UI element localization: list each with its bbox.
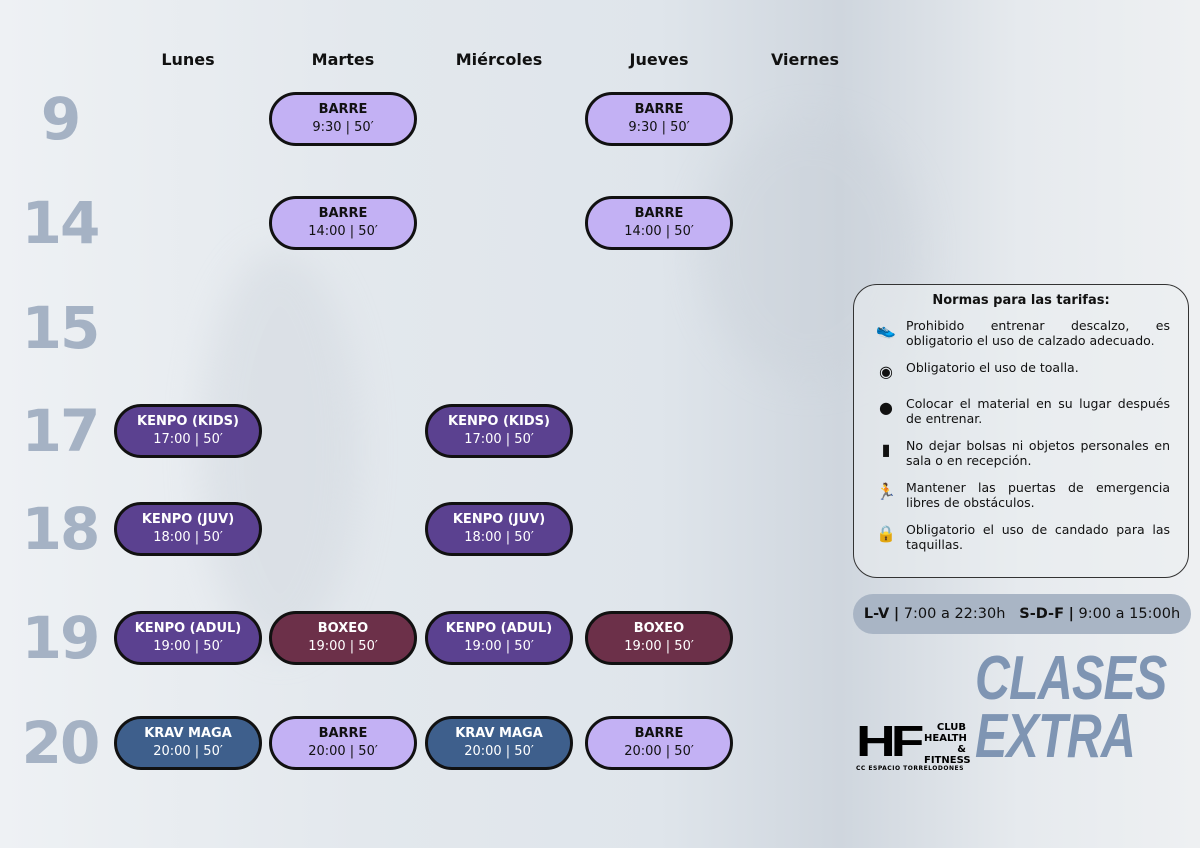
class-time: 9:30 | 50′ <box>628 120 690 135</box>
class-time: 18:00 | 50′ <box>464 530 534 545</box>
class-time: 17:00 | 50′ <box>464 432 534 447</box>
class-name: BARRE <box>634 206 684 221</box>
rule-item: ▮ No dejar bolsas ni objetos personales e… <box>874 438 1170 468</box>
weekdays-hours: 7:00 a 22:30h <box>903 606 1006 622</box>
club-logo: HF CLUB HEALTH & FITNESS CC ESPACIO TORR… <box>856 717 971 773</box>
rule-text: No dejar bolsas ni objetos personales en… <box>906 438 1170 468</box>
class-pill[interactable]: BARRE 20:00 | 50′ <box>269 716 417 770</box>
class-name: BARRE <box>318 102 368 117</box>
lock-icon: 🔒 <box>876 524 896 543</box>
class-pill[interactable]: BARRE 9:30 | 50′ <box>269 92 417 146</box>
class-name: BARRE <box>634 726 684 741</box>
class-pill[interactable]: BARRE 14:00 | 50′ <box>269 196 417 250</box>
rule-text: Obligatorio el uso de candado para las t… <box>906 522 1170 552</box>
rule-item: 🏃 Mantener las puertas de emergencia libr… <box>874 480 1170 510</box>
class-pill[interactable]: BOXEO 19:00 | 50′ <box>585 611 733 665</box>
class-time: 19:00 | 50′ <box>464 639 534 654</box>
class-time: 20:00 | 50′ <box>624 744 694 759</box>
hour-label: 14 <box>21 189 101 257</box>
class-pill[interactable]: KENPO (JUV) 18:00 | 50′ <box>114 502 262 556</box>
class-pill[interactable]: KRAV MAGA 20:00 | 50′ <box>114 716 262 770</box>
class-time: 14:00 | 50′ <box>624 224 694 239</box>
class-name: KRAV MAGA <box>455 726 543 741</box>
class-name: KENPO (JUV) <box>452 512 546 527</box>
logo-fitness: & FITNESS <box>924 744 971 766</box>
logo-mark: HF <box>856 717 924 766</box>
class-time: 19:00 | 50′ <box>308 639 378 654</box>
class-pill[interactable]: KENPO (KIDS) 17:00 | 50′ <box>425 404 573 458</box>
logo-subtitle: CC ESPACIO TORRELODONES <box>856 765 964 772</box>
class-pill[interactable]: KRAV MAGA 20:00 | 50′ <box>425 716 573 770</box>
class-pill[interactable]: BARRE 14:00 | 50′ <box>585 196 733 250</box>
shoe-icon: 👟 <box>876 320 896 339</box>
opening-hours: L-V | 7:00 a 22:30h S-D-F | 9:00 a 15:00… <box>853 594 1191 634</box>
rule-text: Obligatorio el uso de toalla. <box>906 360 1079 375</box>
class-time: 20:00 | 50′ <box>464 744 534 759</box>
class-pill[interactable]: BARRE 9:30 | 50′ <box>585 92 733 146</box>
class-time: 18:00 | 50′ <box>153 530 223 545</box>
class-time: 19:00 | 50′ <box>153 639 223 654</box>
hour-label: 18 <box>21 495 101 563</box>
class-name: BARRE <box>634 102 684 117</box>
hour-label: 17 <box>21 397 101 465</box>
logo-text: CLUB HEALTH & FITNESS <box>924 722 971 766</box>
class-pill[interactable]: BARRE 20:00 | 50′ <box>585 716 733 770</box>
title-line-1: CLASES <box>975 644 1167 713</box>
class-time: 14:00 | 50′ <box>308 224 378 239</box>
kettlebell-icon: ● <box>879 398 893 417</box>
class-pill[interactable]: KENPO (ADUL) 19:00 | 50′ <box>114 611 262 665</box>
class-name: KENPO (JUV) <box>141 512 235 527</box>
weekend-hours: 9:00 a 15:00h <box>1078 606 1181 622</box>
class-time: 9:30 | 50′ <box>312 120 374 135</box>
towel-icon: ◉ <box>879 362 893 381</box>
class-name: BOXEO <box>633 621 685 636</box>
class-pill[interactable]: BOXEO 19:00 | 50′ <box>269 611 417 665</box>
day-header: Martes <box>311 50 375 69</box>
class-time: 17:00 | 50′ <box>153 432 223 447</box>
hour-label: 15 <box>21 294 101 362</box>
rule-item: ● Colocar el material en su lugar después… <box>874 396 1170 426</box>
rule-text: Colocar el material en su lugar después … <box>906 396 1170 426</box>
class-time: 19:00 | 50′ <box>624 639 694 654</box>
rule-text: Mantener las puertas de emergencia libre… <box>906 480 1170 510</box>
rule-item: 🔒 Obligatorio el uso de candado para las … <box>874 522 1170 552</box>
day-header: Miércoles <box>455 50 543 69</box>
class-name: BOXEO <box>317 621 369 636</box>
class-pill[interactable]: KENPO (ADUL) 19:00 | 50′ <box>425 611 573 665</box>
class-pill[interactable]: KENPO (JUV) 18:00 | 50′ <box>425 502 573 556</box>
hour-label: 9 <box>40 85 81 153</box>
class-name: KRAV MAGA <box>144 726 232 741</box>
day-header: Lunes <box>161 50 215 69</box>
weekdays-label: L-V <box>863 606 890 622</box>
emergency-exit-icon: 🏃 <box>876 482 896 501</box>
class-name: BARRE <box>318 206 368 221</box>
day-header: Jueves <box>629 50 689 69</box>
class-name: KENPO (KIDS) <box>448 414 550 429</box>
class-time: 20:00 | 50′ <box>153 744 223 759</box>
rules-panel: Normas para las tarifas: 👟 Prohibido entr… <box>853 284 1189 578</box>
class-name: KENPO (KIDS) <box>137 414 239 429</box>
rule-item: ◉ Obligatorio el uso de toalla. <box>874 360 1170 384</box>
hour-label: 20 <box>21 709 101 777</box>
class-name: KENPO (ADUL) <box>445 621 553 636</box>
page-title: CLASES EXTRA <box>975 644 1167 771</box>
class-pill[interactable]: KENPO (KIDS) 17:00 | 50′ <box>114 404 262 458</box>
class-time: 20:00 | 50′ <box>308 744 378 759</box>
title-line-2: EXTRA <box>975 702 1136 771</box>
day-header: Viernes <box>770 50 840 69</box>
rule-item: 👟 Prohibido entrenar descalzo, es obligat… <box>874 318 1170 348</box>
rule-text: Prohibido entrenar descalzo, es obligato… <box>906 318 1170 348</box>
class-name: BARRE <box>318 726 368 741</box>
rules-title: Normas para las tarifas: <box>932 293 1110 308</box>
class-name: KENPO (ADUL) <box>134 621 242 636</box>
logo-health: HEALTH <box>924 733 967 744</box>
weekend-label: S-D-F <box>1019 606 1064 622</box>
backpack-icon: ▮ <box>881 440 891 459</box>
hour-label: 19 <box>21 604 101 672</box>
logo-club: CLUB <box>936 722 966 733</box>
